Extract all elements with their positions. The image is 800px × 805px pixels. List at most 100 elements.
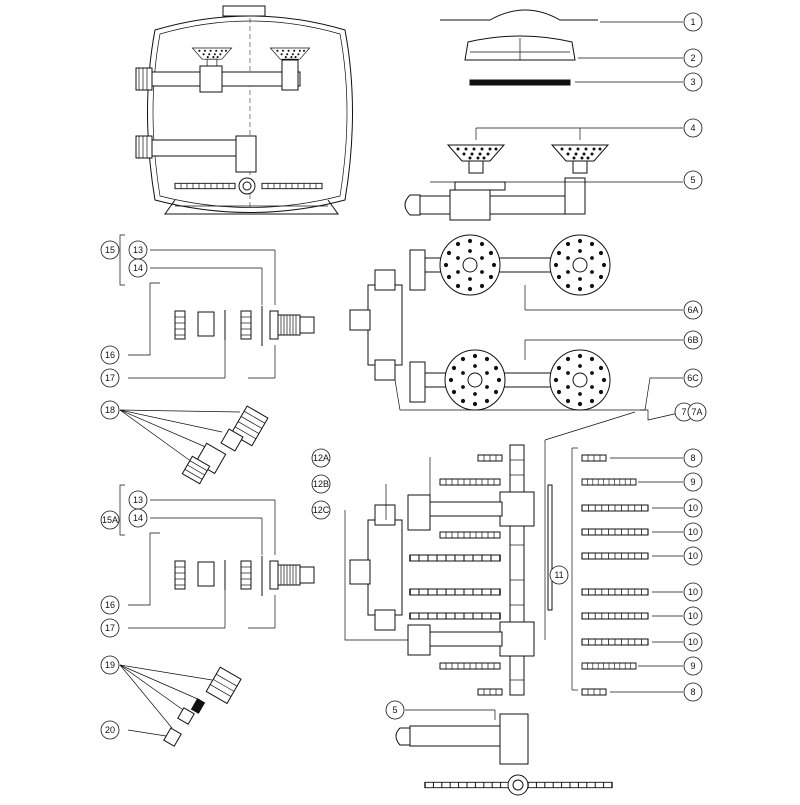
callout-text: 19	[105, 660, 115, 670]
callout-text: 10	[688, 611, 698, 621]
callout-circle	[100, 240, 120, 260]
callout-c18: 18	[100, 400, 120, 420]
callout-c3: 3	[683, 72, 703, 92]
callout-circle	[100, 368, 120, 388]
callout-c1: 1	[683, 12, 703, 32]
drain-parts-18	[119, 405, 269, 485]
callout-text: 10	[688, 587, 698, 597]
callout-circle	[311, 448, 331, 468]
callout-text: 6C	[687, 373, 699, 383]
callout-text: 9	[690, 661, 695, 671]
callout-c17-top: 17	[100, 368, 120, 388]
callout-circle	[311, 474, 331, 494]
callout-circle	[683, 72, 703, 92]
callout-text: 16	[105, 600, 115, 610]
diffuser-parts	[404, 127, 683, 221]
callout-text: 10	[688, 503, 698, 513]
callout-circle	[683, 48, 703, 68]
callout-circle	[385, 700, 405, 720]
callout-text: 10	[688, 637, 698, 647]
callout-text: 10	[688, 527, 698, 537]
callout-text: 13	[133, 245, 143, 255]
callout-text: 1	[690, 17, 695, 27]
callout-text: 15	[105, 245, 115, 255]
callout-text: 7	[681, 407, 686, 417]
callout-text: 2	[690, 53, 695, 63]
callout-c7: 7	[674, 402, 694, 422]
callout-text: 5	[392, 705, 397, 715]
callout-circle	[100, 510, 120, 530]
callout-text: 4	[690, 123, 695, 133]
callout-c9-top: 9	[683, 472, 703, 492]
callout-text: 16	[105, 350, 115, 360]
callout-text: 17	[105, 623, 115, 633]
callout-text: 6A	[687, 305, 698, 315]
callout-text: 15A	[102, 515, 118, 525]
bulkhead-set-top	[119, 234, 315, 379]
tank-top-cover-icon	[222, 5, 266, 17]
callout-c9-bottom: 9	[683, 656, 703, 676]
callout-circle	[683, 522, 703, 542]
callout-c15: 15	[100, 240, 120, 260]
callout-text: 13	[133, 495, 143, 505]
collector-manifold	[344, 444, 535, 696]
callout-c4: 4	[683, 118, 703, 138]
callout-text: 8	[690, 687, 695, 697]
laterals-group	[544, 409, 684, 696]
callout-text: 12A	[313, 453, 329, 463]
callout-circle	[100, 345, 120, 365]
callout-text: 17	[105, 373, 115, 383]
callout-c2: 2	[683, 48, 703, 68]
callout-c14-top: 14	[128, 258, 148, 278]
callout-c12b: 12B	[311, 474, 331, 494]
callout-text: 10	[688, 551, 698, 561]
callout-text: 18	[105, 405, 115, 415]
callout-circle	[100, 618, 120, 638]
callout-circle	[683, 582, 703, 602]
callout-c20: 20	[100, 720, 120, 740]
callout-circle	[311, 500, 331, 520]
callout-text: 14	[133, 263, 143, 273]
callout-c10-1: 10	[683, 498, 703, 518]
callout-circle	[683, 606, 703, 626]
callout-circle	[549, 565, 569, 585]
callout-c16-top: 16	[100, 345, 120, 365]
callout-c5-bottom: 5	[385, 700, 405, 720]
callout-circle	[683, 632, 703, 652]
callout-circle	[100, 400, 120, 420]
callout-c8-top: 8	[683, 448, 703, 468]
callout-c6b: 6B	[683, 330, 703, 350]
callout-c19: 19	[100, 655, 120, 675]
callout-circle	[100, 720, 120, 740]
callout-circle	[683, 170, 703, 190]
callout-text: 3	[690, 77, 695, 87]
callout-circle	[683, 330, 703, 350]
callout-circle	[100, 655, 120, 675]
callout-c8-bottom: 8	[683, 682, 703, 702]
callout-c14-bottom: 14	[128, 508, 148, 528]
callout-c10-4: 10	[683, 582, 703, 602]
callout-text: 5	[690, 175, 695, 185]
callout-text: 12B	[313, 479, 329, 489]
bulkhead-set-bottom	[119, 484, 315, 629]
callout-c12a: 12A	[311, 448, 331, 468]
callout-circle	[683, 546, 703, 566]
callout-text: 6B	[687, 335, 698, 345]
callout-text: 7A	[691, 407, 702, 417]
callout-text: 14	[133, 513, 143, 523]
callout-circle	[683, 682, 703, 702]
callout-c10-5: 10	[683, 606, 703, 626]
callout-c10-2: 10	[683, 522, 703, 542]
callout-circle	[100, 595, 120, 615]
callout-circle	[128, 258, 148, 278]
callout-c6a: 6A	[683, 300, 703, 320]
callout-c6c: 6C	[683, 368, 703, 388]
callout-c16-bottom: 16	[100, 595, 120, 615]
callout-text: 9	[690, 477, 695, 487]
callout-c10-6: 10	[683, 632, 703, 652]
callout-circle	[683, 12, 703, 32]
callout-circle	[683, 118, 703, 138]
callout-circle	[683, 656, 703, 676]
